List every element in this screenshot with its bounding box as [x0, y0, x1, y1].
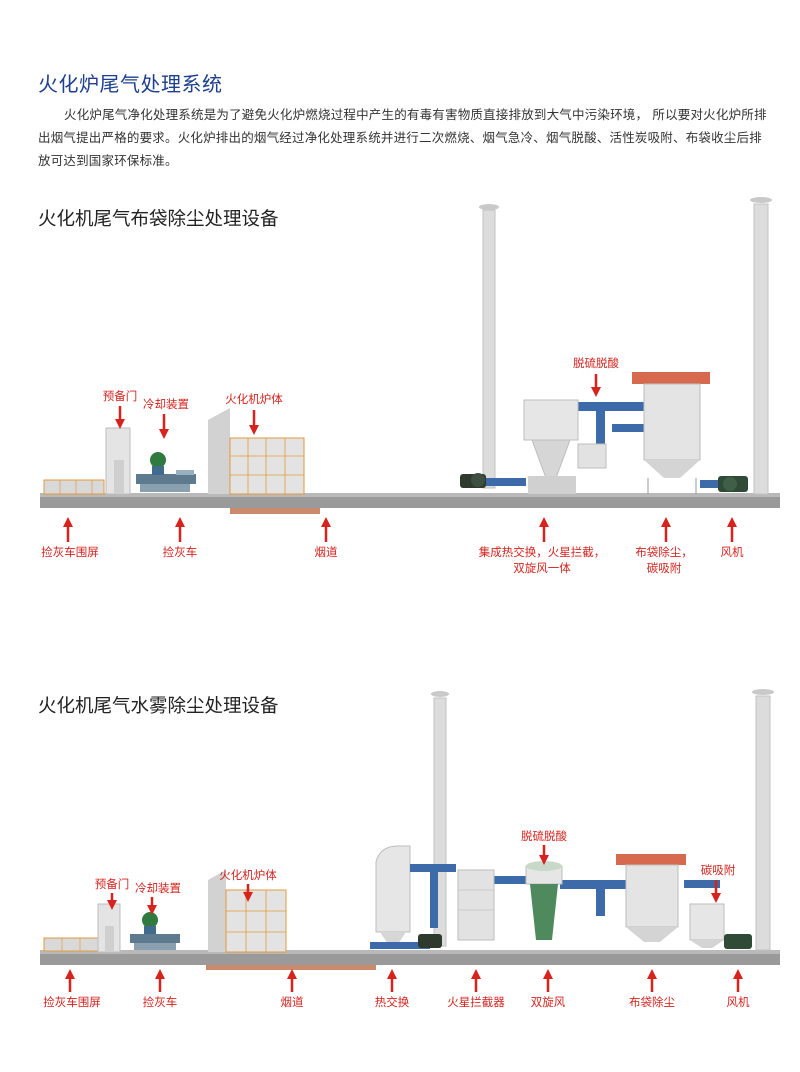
label-cremator-2: 火化机炉体	[219, 868, 277, 882]
section1-title: 火化机尾气布袋除尘处理设备	[38, 209, 279, 230]
label-flue: 烟道	[315, 545, 338, 559]
label-cooling: 冷却装置	[143, 397, 189, 411]
double-cyclone	[525, 861, 563, 940]
ground-platform	[40, 493, 780, 514]
cremator-body	[208, 408, 305, 495]
integrated-heat-exchanger-cyclone	[523, 399, 607, 494]
label-spark-arrester: 火星拦截器	[447, 995, 505, 1009]
label-double-cyclone: 双旋风	[531, 995, 566, 1009]
label-ash-cart-2: 捡灰车	[143, 995, 178, 1009]
label-heat-exchanger: 热交换	[375, 995, 410, 1009]
prep-door-2	[97, 903, 121, 953]
flue-pipes-2	[370, 864, 720, 949]
fan-3	[418, 934, 442, 948]
fan-4	[724, 934, 752, 949]
label-ash-cart: 捡灰车	[163, 545, 198, 559]
cooling-device-2	[130, 912, 180, 950]
label-integrated-line1: 集成热交换，火星拦截，	[479, 545, 606, 559]
label-fan: 风机	[721, 545, 744, 559]
fan-1	[460, 473, 486, 488]
label-flue-2: 烟道	[281, 995, 304, 1009]
label-carbon: 碳吸附	[701, 863, 736, 877]
section2-title: 火化机尾气水雾除尘处理设备	[38, 696, 279, 717]
label-baghouse-line2: 碳吸附	[647, 561, 682, 575]
label-ash-screen-2: 捡灰车围屏	[43, 995, 101, 1009]
spark-arrester	[457, 869, 495, 941]
ground-platform-2	[40, 950, 780, 970]
baghouse-filter	[632, 372, 710, 494]
carbon-adsorber	[689, 903, 725, 948]
page-title: 火化炉尾气处理系统	[38, 72, 223, 96]
label-integrated-line2: 双旋风一体	[513, 561, 571, 575]
section2-diagram: 预备门 冷却装置 火化机炉体 脱硫脱酸 碳吸附 捡灰车围屏 捡灰车 烟道 热交换…	[40, 689, 780, 1009]
chimney-2	[750, 197, 772, 495]
label-prep-door-2: 预备门	[95, 877, 130, 891]
cremator-body-2	[208, 870, 287, 953]
ash-cart-screen	[43, 479, 105, 495]
baghouse-filter-2	[616, 854, 686, 942]
label-baghouse-line1: 布袋除尘，	[635, 545, 693, 559]
ash-cart-screen-2	[43, 937, 101, 952]
flue-pipes	[486, 402, 720, 488]
label-desulfurization-2: 脱硫脱酸	[521, 829, 567, 843]
section1-diagram: 预备门 冷却装置 火化机炉体 脱硫脱酸 捡灰车围屏 捡灰车 烟道 集成热交换，火…	[40, 197, 780, 575]
heat-exchanger	[375, 845, 411, 944]
chimney-4	[752, 689, 774, 951]
label-cremator: 火化机炉体	[225, 392, 283, 406]
label-desulfurization: 脱硫脱酸	[573, 356, 619, 370]
intro-paragraph: 火化炉尾气净化处理系统是为了避免火化炉燃烧过程中产生的有毒有害物质直接排放到大气…	[38, 107, 767, 168]
prep-door	[105, 427, 131, 495]
chimney-1	[479, 204, 499, 489]
cooling-device	[136, 452, 196, 492]
label-prep-door: 预备门	[103, 389, 138, 403]
label-cooling-2: 冷却装置	[135, 881, 181, 895]
label-baghouse-2: 布袋除尘	[629, 995, 675, 1009]
label-ash-screen: 捡灰车围屏	[41, 545, 99, 559]
fan-2	[718, 476, 748, 492]
label-fan-2: 风机	[727, 995, 750, 1009]
